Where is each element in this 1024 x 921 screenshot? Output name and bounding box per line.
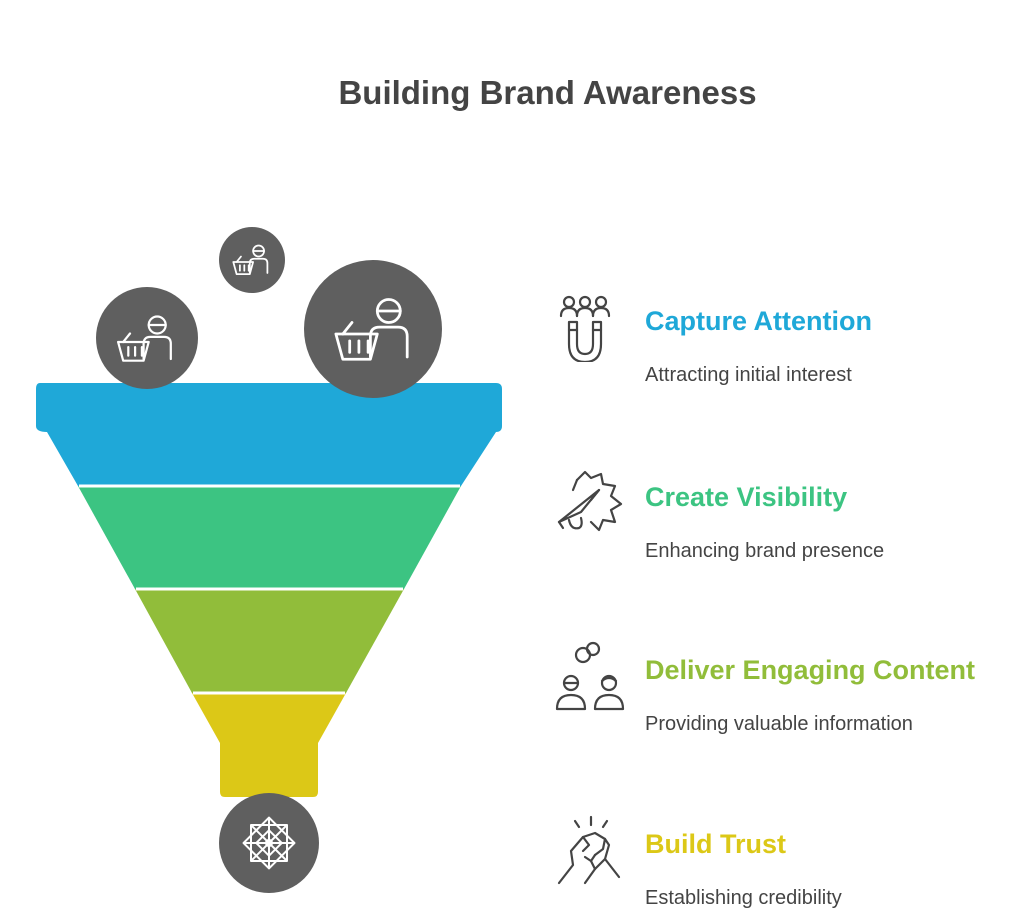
step-heading: Deliver Engaging Content [645,655,976,685]
megaphone-icon [557,470,623,532]
people-magnet-icon [559,295,611,362]
step-description: Enhancing brand presence [645,540,885,562]
funnel-layer-visibility [78,486,461,589]
step-description: Providing valuable information [645,713,913,735]
handshake-icon [557,815,621,885]
shopper-with-basket-icon [232,244,269,275]
funnel-layer-trust [192,693,346,797]
step-heading: Create Visibility [645,482,848,512]
funnel-layer-capture [36,383,502,486]
funnel [36,383,502,797]
step-heading: Build Trust [645,829,786,859]
step-heading: Capture Attention [645,306,872,336]
step-description: Establishing credibility [645,887,842,909]
mandala-icon [242,816,296,870]
funnel-layer-content [135,589,404,693]
shopper-circle-large [304,260,442,398]
shopper-circle-small [219,227,285,293]
people-conversation-icon [555,641,625,711]
shopper-with-basket-icon [334,298,409,361]
shopper-circle-medium [96,287,198,389]
shopper-with-basket-icon [116,315,172,362]
step-description: Attracting initial interest [645,364,852,386]
page-title: Building Brand Awareness [338,74,757,111]
output-circle [219,793,319,893]
